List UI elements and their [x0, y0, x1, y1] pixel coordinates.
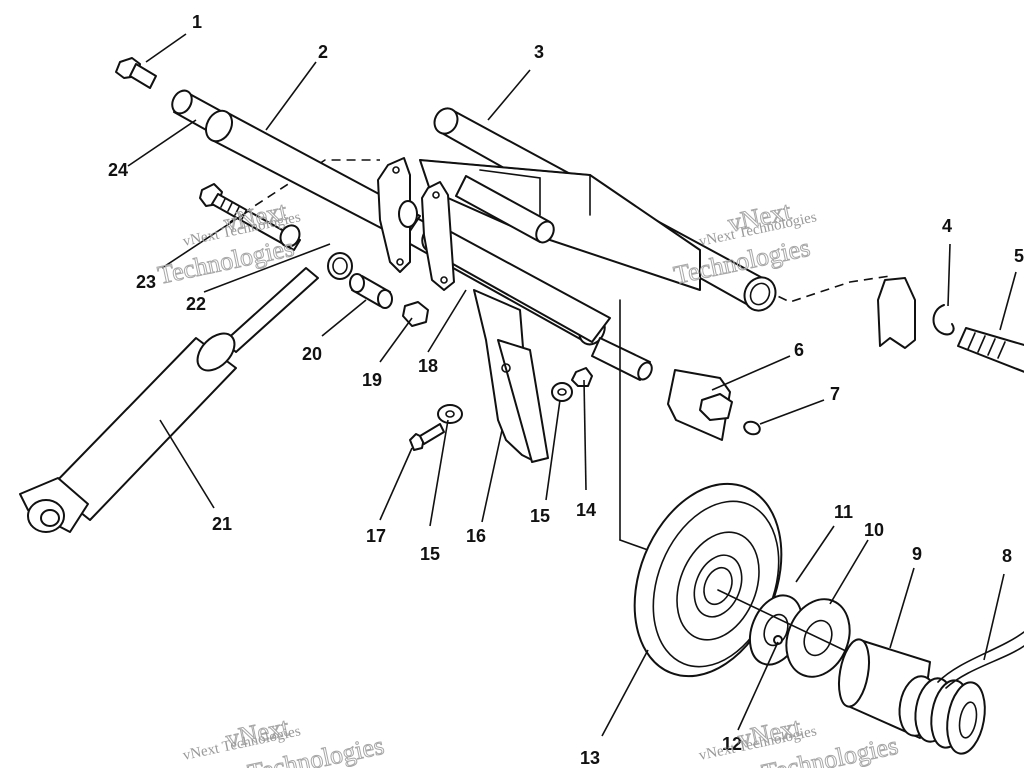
- callout-10: 10: [864, 520, 884, 540]
- callout-20: 20: [302, 344, 322, 364]
- watermark-upper-left: vNext vNext Technologies Technologies: [155, 196, 303, 291]
- part-bolt-5: [957, 327, 1024, 373]
- callout-4: 4: [942, 216, 952, 236]
- callout-11: 11: [834, 502, 853, 522]
- part-shock-21: [19, 267, 319, 533]
- callout-15-left: 15: [420, 544, 440, 564]
- callout-24: 24: [108, 160, 128, 180]
- part-bracket-16: [473, 289, 649, 551]
- watermark-brand-bottom: Technologies: [155, 233, 296, 290]
- part-nut-19: [402, 301, 429, 327]
- callout-numbers: 1 2 3 4 5 6 7 8 9 10 11 12 13 14 15 15 1…: [108, 12, 1024, 768]
- part-clip-4: [932, 304, 955, 336]
- part-washer-15a: [437, 404, 463, 424]
- assembly-line-bolt: [229, 159, 380, 223]
- callout-9: 9: [912, 544, 922, 564]
- leader-lines: [127, 33, 1017, 737]
- watermark-lower-left: vNext vNext Technologies Technologies: [182, 712, 387, 768]
- callout-7: 7: [830, 384, 840, 404]
- part-bolt-23: [199, 183, 301, 251]
- part-inner-shaft: [455, 175, 555, 244]
- callout-8: 8: [1002, 546, 1012, 566]
- wheel-axis-line: [717, 589, 849, 653]
- part-side-plate-right: [421, 181, 455, 291]
- part-block-6: [667, 369, 733, 441]
- part-bushing-20: [349, 273, 393, 309]
- part-screw-17: [409, 423, 445, 451]
- callout-18: 18: [418, 356, 438, 376]
- callout-15-right: 15: [530, 506, 550, 526]
- callout-2: 2: [318, 42, 328, 62]
- callout-6: 6: [794, 340, 804, 360]
- part-spring-8: [898, 631, 1024, 755]
- callout-12: 12: [722, 734, 742, 754]
- part-mount-tab: [877, 277, 916, 349]
- callout-13: 13: [580, 748, 600, 768]
- callout-21: 21: [212, 514, 232, 534]
- part-washer-15b: [551, 382, 573, 402]
- part-washer-7: [743, 420, 761, 436]
- callout-3: 3: [534, 42, 544, 62]
- callout-22: 22: [186, 294, 206, 314]
- assembly-line-bracket: [764, 275, 891, 303]
- callout-23: 23: [136, 272, 156, 292]
- callout-16: 16: [466, 526, 486, 546]
- callout-1: 1: [192, 12, 202, 32]
- part-bushing-22: [279, 224, 353, 280]
- part-side-plate-left: [377, 157, 418, 273]
- callout-19: 19: [362, 370, 382, 390]
- part-nut-14: [571, 367, 593, 387]
- callout-14: 14: [576, 500, 596, 520]
- part-pin-12: [773, 635, 783, 645]
- callout-5: 5: [1014, 246, 1024, 266]
- callout-17: 17: [366, 526, 386, 546]
- part-bolt-1: [115, 57, 157, 89]
